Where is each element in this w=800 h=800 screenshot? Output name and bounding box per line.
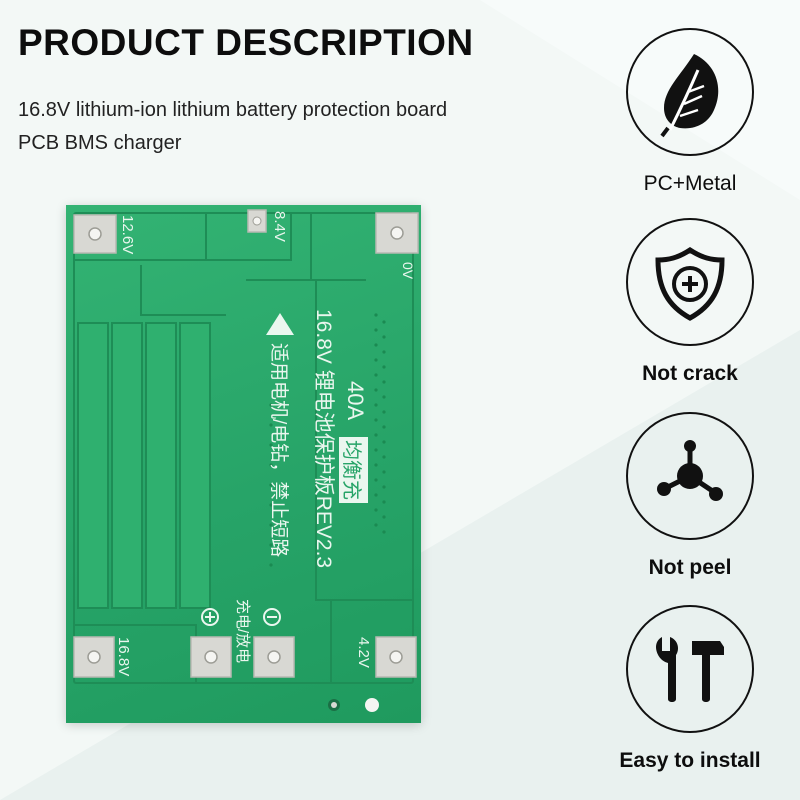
shield-plus-icon	[655, 246, 725, 321]
feature-easy-install: Easy to install	[600, 605, 780, 773]
molecule-icon	[657, 440, 723, 501]
pcb-label-charge: 充电/放电	[234, 599, 251, 664]
pcb-label-8v4: 8.4V	[271, 211, 288, 242]
leaf-icon	[660, 54, 719, 138]
feature-pc-metal: PC+Metal	[600, 28, 780, 196]
feature-label: PC+Metal	[643, 172, 737, 195]
pcb-label-0v: 0V	[400, 262, 416, 280]
pcb-traces	[73, 209, 419, 712]
feature-not-peel: Not peel	[600, 412, 780, 580]
pcb-board-image: 12.6V 8.4V 0V 16.8V 4.2V 40A 均衡充 16.8V 锂…	[66, 205, 421, 723]
pcb-label-warning: 适用电机/电钻，禁止短路	[268, 343, 289, 558]
feature-circle	[626, 218, 754, 346]
pcb-label-model: 16.8V 锂电池保护板REV2.3	[312, 309, 335, 569]
pcb-label-4v2: 4.2V	[355, 637, 372, 668]
feature-circle	[626, 605, 754, 733]
pcb-label-16v8: 16.8V	[115, 637, 132, 677]
tools-icon	[656, 637, 724, 702]
feature-circle	[626, 28, 754, 156]
page-title: PRODUCT DESCRIPTION	[18, 22, 474, 63]
pcb-label-12v6: 12.6V	[119, 215, 136, 255]
feature-label: Not peel	[648, 556, 732, 579]
pcb-label-balance: 均衡充	[339, 437, 368, 503]
feature-label: Not crack	[642, 362, 738, 385]
solder-pads	[73, 209, 419, 678]
feature-label: Easy to install	[619, 749, 761, 772]
feature-not-crack: Not crack	[600, 218, 780, 386]
pcb-label-40a: 40A	[343, 381, 368, 421]
product-subtitle: 16.8V lithium-ion lithium battery protec…	[18, 99, 448, 154]
feature-circle	[626, 412, 754, 540]
